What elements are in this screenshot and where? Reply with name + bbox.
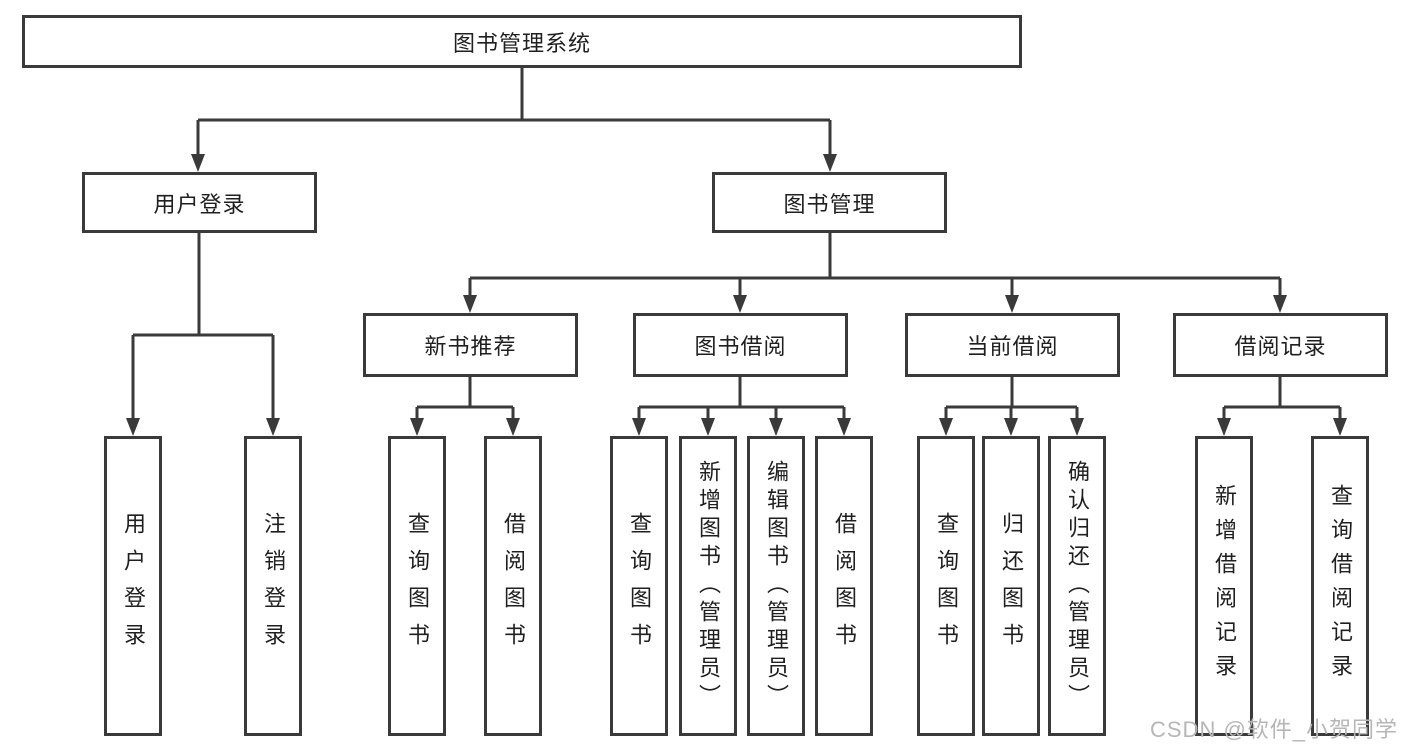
node-library-management-system: 图书管理系统 [22,15,1022,68]
node-label: 归还图书 [999,512,1024,660]
node-label: 注销登录 [261,512,286,660]
leaf-borrow-books-recommend: 借阅图书 [484,436,542,736]
node-user-login: 用户登录 [82,172,317,233]
node-label: 查询借阅记录 [1328,484,1353,688]
node-label: 用户登录 [121,512,146,660]
node-label: 查询图书 [405,512,430,660]
node-book-borrow: 图书借阅 [633,313,848,377]
leaf-logout: 注销登录 [244,436,302,736]
leaf-confirm-return-admin: 确认归还（管理员） [1048,436,1106,736]
arrowheads [126,154,1347,436]
node-label: 查询图书 [627,512,652,660]
leaf-add-book-admin: 新增图书（管理员） [679,436,737,736]
node-label: 用户登录 [153,191,246,217]
node-label: 图书借阅 [694,334,787,359]
node-book-management: 图书管理 [712,172,947,233]
node-label: 当前借阅 [966,334,1059,359]
csdn-watermark: CSDN @软件_小贺同学 [1150,717,1399,742]
node-label: 图书管理 [783,191,876,217]
leaf-borrow-books: 借阅图书 [815,436,873,736]
node-label: 借阅图书 [501,512,526,660]
node-label: 编辑图书（管理员） [764,460,789,712]
leaf-query-books-borrow: 查询图书 [610,436,668,736]
leaf-query-books-current: 查询图书 [917,436,975,736]
node-label: 图书管理系统 [452,30,591,56]
node-label: 新增借阅记录 [1212,484,1237,688]
node-label: 新增图书（管理员） [696,460,721,712]
leaf-query-books-recommend: 查询图书 [388,436,446,736]
node-label: 新书推荐 [424,334,517,359]
leaf-edit-book-admin: 编辑图书（管理员） [747,436,805,736]
node-label: 查询图书 [934,512,959,660]
leaf-user-login: 用户登录 [104,436,162,736]
node-borrow-records: 借阅记录 [1173,313,1388,377]
leaf-return-book: 归还图书 [982,436,1040,736]
node-label: 借阅记录 [1234,334,1327,359]
node-label: 借阅图书 [832,512,857,660]
node-new-book-recommend: 新书推荐 [363,313,578,377]
leaf-query-borrow-record: 查询借阅记录 [1311,436,1369,736]
node-current-borrow: 当前借阅 [905,313,1120,377]
leaf-add-borrow-record: 新增借阅记录 [1195,436,1253,736]
node-label: 确认归还（管理员） [1065,460,1090,712]
